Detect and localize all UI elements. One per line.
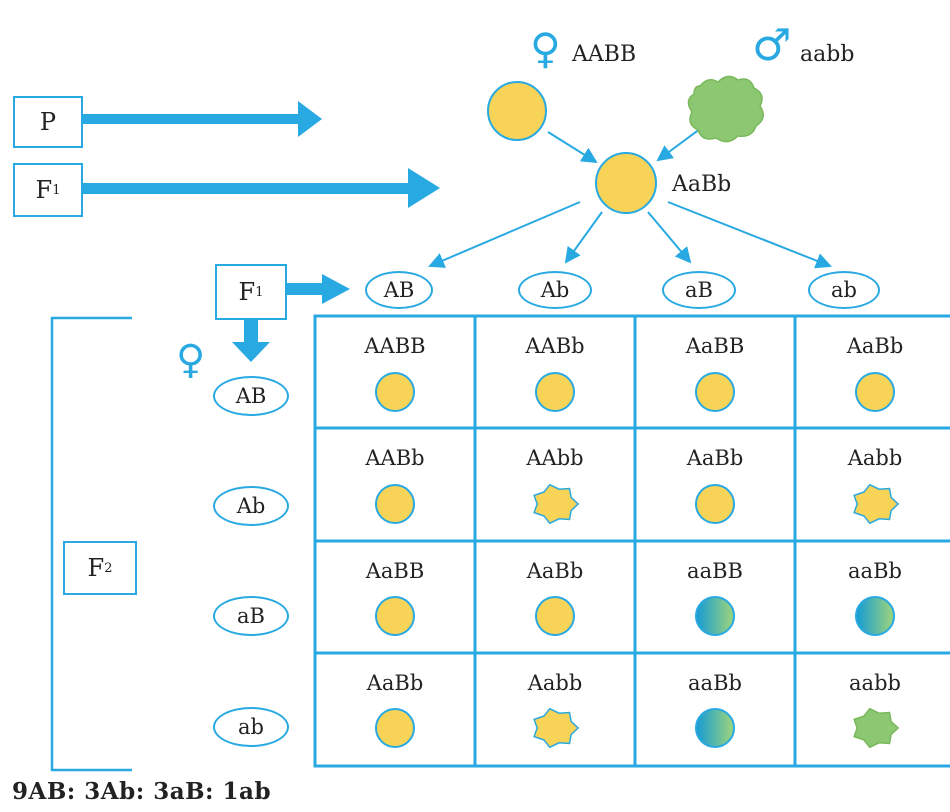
punnett-seed-round-yellow	[695, 484, 735, 524]
punnett-seed-round-yellow	[695, 372, 735, 412]
female-gamete-symbol-icon: ♀	[176, 337, 206, 383]
punnett-seed-round-green	[695, 708, 735, 748]
male-symbol-icon: ♂	[752, 20, 792, 71]
punnett-cell-genotype: Aabb	[847, 446, 903, 470]
punnett-seed-wrinkled-yellow	[853, 483, 900, 525]
punnett-cell-genotype: AABb	[525, 334, 585, 358]
female-to-f1-arrow	[547, 131, 598, 164]
punnett-seed-round-yellow	[855, 372, 895, 412]
punnett-cell-genotype: aaBb	[688, 671, 742, 695]
punnett-cell-genotype: AABb	[365, 446, 425, 470]
punnett-seed-round-green	[695, 596, 735, 636]
f1-to-gamete-capital-b-arrow	[647, 211, 692, 264]
gamete-row-4: ab	[213, 707, 289, 747]
gamete-row-1: AB	[213, 376, 289, 416]
gamete-row-3: aB	[213, 596, 289, 636]
punnett-cell-genotype: aaBb	[848, 559, 902, 583]
f1-seed	[595, 152, 657, 214]
gamete-row-2: Ab	[213, 486, 289, 526]
punnett-seed-round-yellow	[535, 372, 575, 412]
punnett-cell-genotype: AaBb	[686, 446, 744, 470]
p-arrow	[80, 101, 322, 137]
female-parent-genotype: AABB	[572, 42, 637, 67]
gamete-column-2: Ab	[518, 271, 592, 309]
female-parent-seed	[487, 81, 547, 141]
generation-f2-label: F	[87, 554, 105, 582]
punnett-seeds	[375, 372, 900, 749]
female-symbol-icon: ♀	[530, 24, 561, 73]
punnett-cell-genotype: aaBB	[687, 559, 743, 583]
punnett-seed-round-yellow	[535, 596, 575, 636]
generation-f1-label: F	[35, 176, 53, 204]
f1-to-gamete-small-ab-arrow	[667, 201, 832, 269]
punnett-seed-wrinkled-yellow	[533, 483, 580, 525]
gamete-column-3: aB	[662, 271, 736, 309]
male-parent-genotype: aabb	[800, 42, 855, 67]
punnett-seed-round-yellow	[375, 484, 415, 524]
f1-arrow	[80, 168, 440, 208]
f1-to-gamete-ab-lower-arrow	[564, 211, 603, 264]
gamete-column-1: AB	[365, 271, 433, 309]
punnett-cell-genotype: AaBb	[846, 334, 904, 358]
generation-p-box: P	[13, 96, 83, 148]
gamete-column-4: ab	[808, 271, 880, 309]
punnett-seed-wrinkled-green	[853, 707, 900, 749]
f1-genotype: AaBb	[672, 172, 732, 197]
punnett-cell-genotype: aabb	[849, 671, 901, 695]
punnett-cell-genotype: AAbb	[526, 446, 584, 470]
punnett-cell-genotype: AaBb	[366, 671, 424, 695]
punnett-cell-genotype: Aabb	[527, 671, 583, 695]
male-parent-seed	[687, 75, 764, 143]
f1-down-arrow	[232, 318, 270, 362]
male-to-f1-arrow	[656, 125, 705, 162]
f1-gamete-arrow	[285, 274, 350, 304]
generation-f1-gamete-label: F	[238, 278, 256, 306]
punnett-seed-wrinkled-yellow	[533, 707, 580, 749]
punnett-seed-round-green	[855, 596, 895, 636]
f2-bracket	[50, 316, 132, 772]
punnett-cell-genotype: AaBb	[526, 559, 584, 583]
punnett-cell-genotype: AaBB	[685, 334, 745, 358]
generation-p-label: P	[39, 108, 57, 136]
punnett-grid	[313, 314, 950, 768]
punnett-seed-round-yellow	[375, 708, 415, 748]
f1-to-gamete-ab-upper-arrow	[428, 201, 581, 268]
punnett-cell-genotype: AaBB	[365, 559, 425, 583]
phenotype-ratio: 9AB: 3Ab: 3aB: 1ab	[12, 778, 272, 805]
punnett-seed-round-yellow	[375, 372, 415, 412]
punnett-seed-round-yellow	[375, 596, 415, 636]
punnett-cell-genotype: AABB	[364, 334, 426, 358]
